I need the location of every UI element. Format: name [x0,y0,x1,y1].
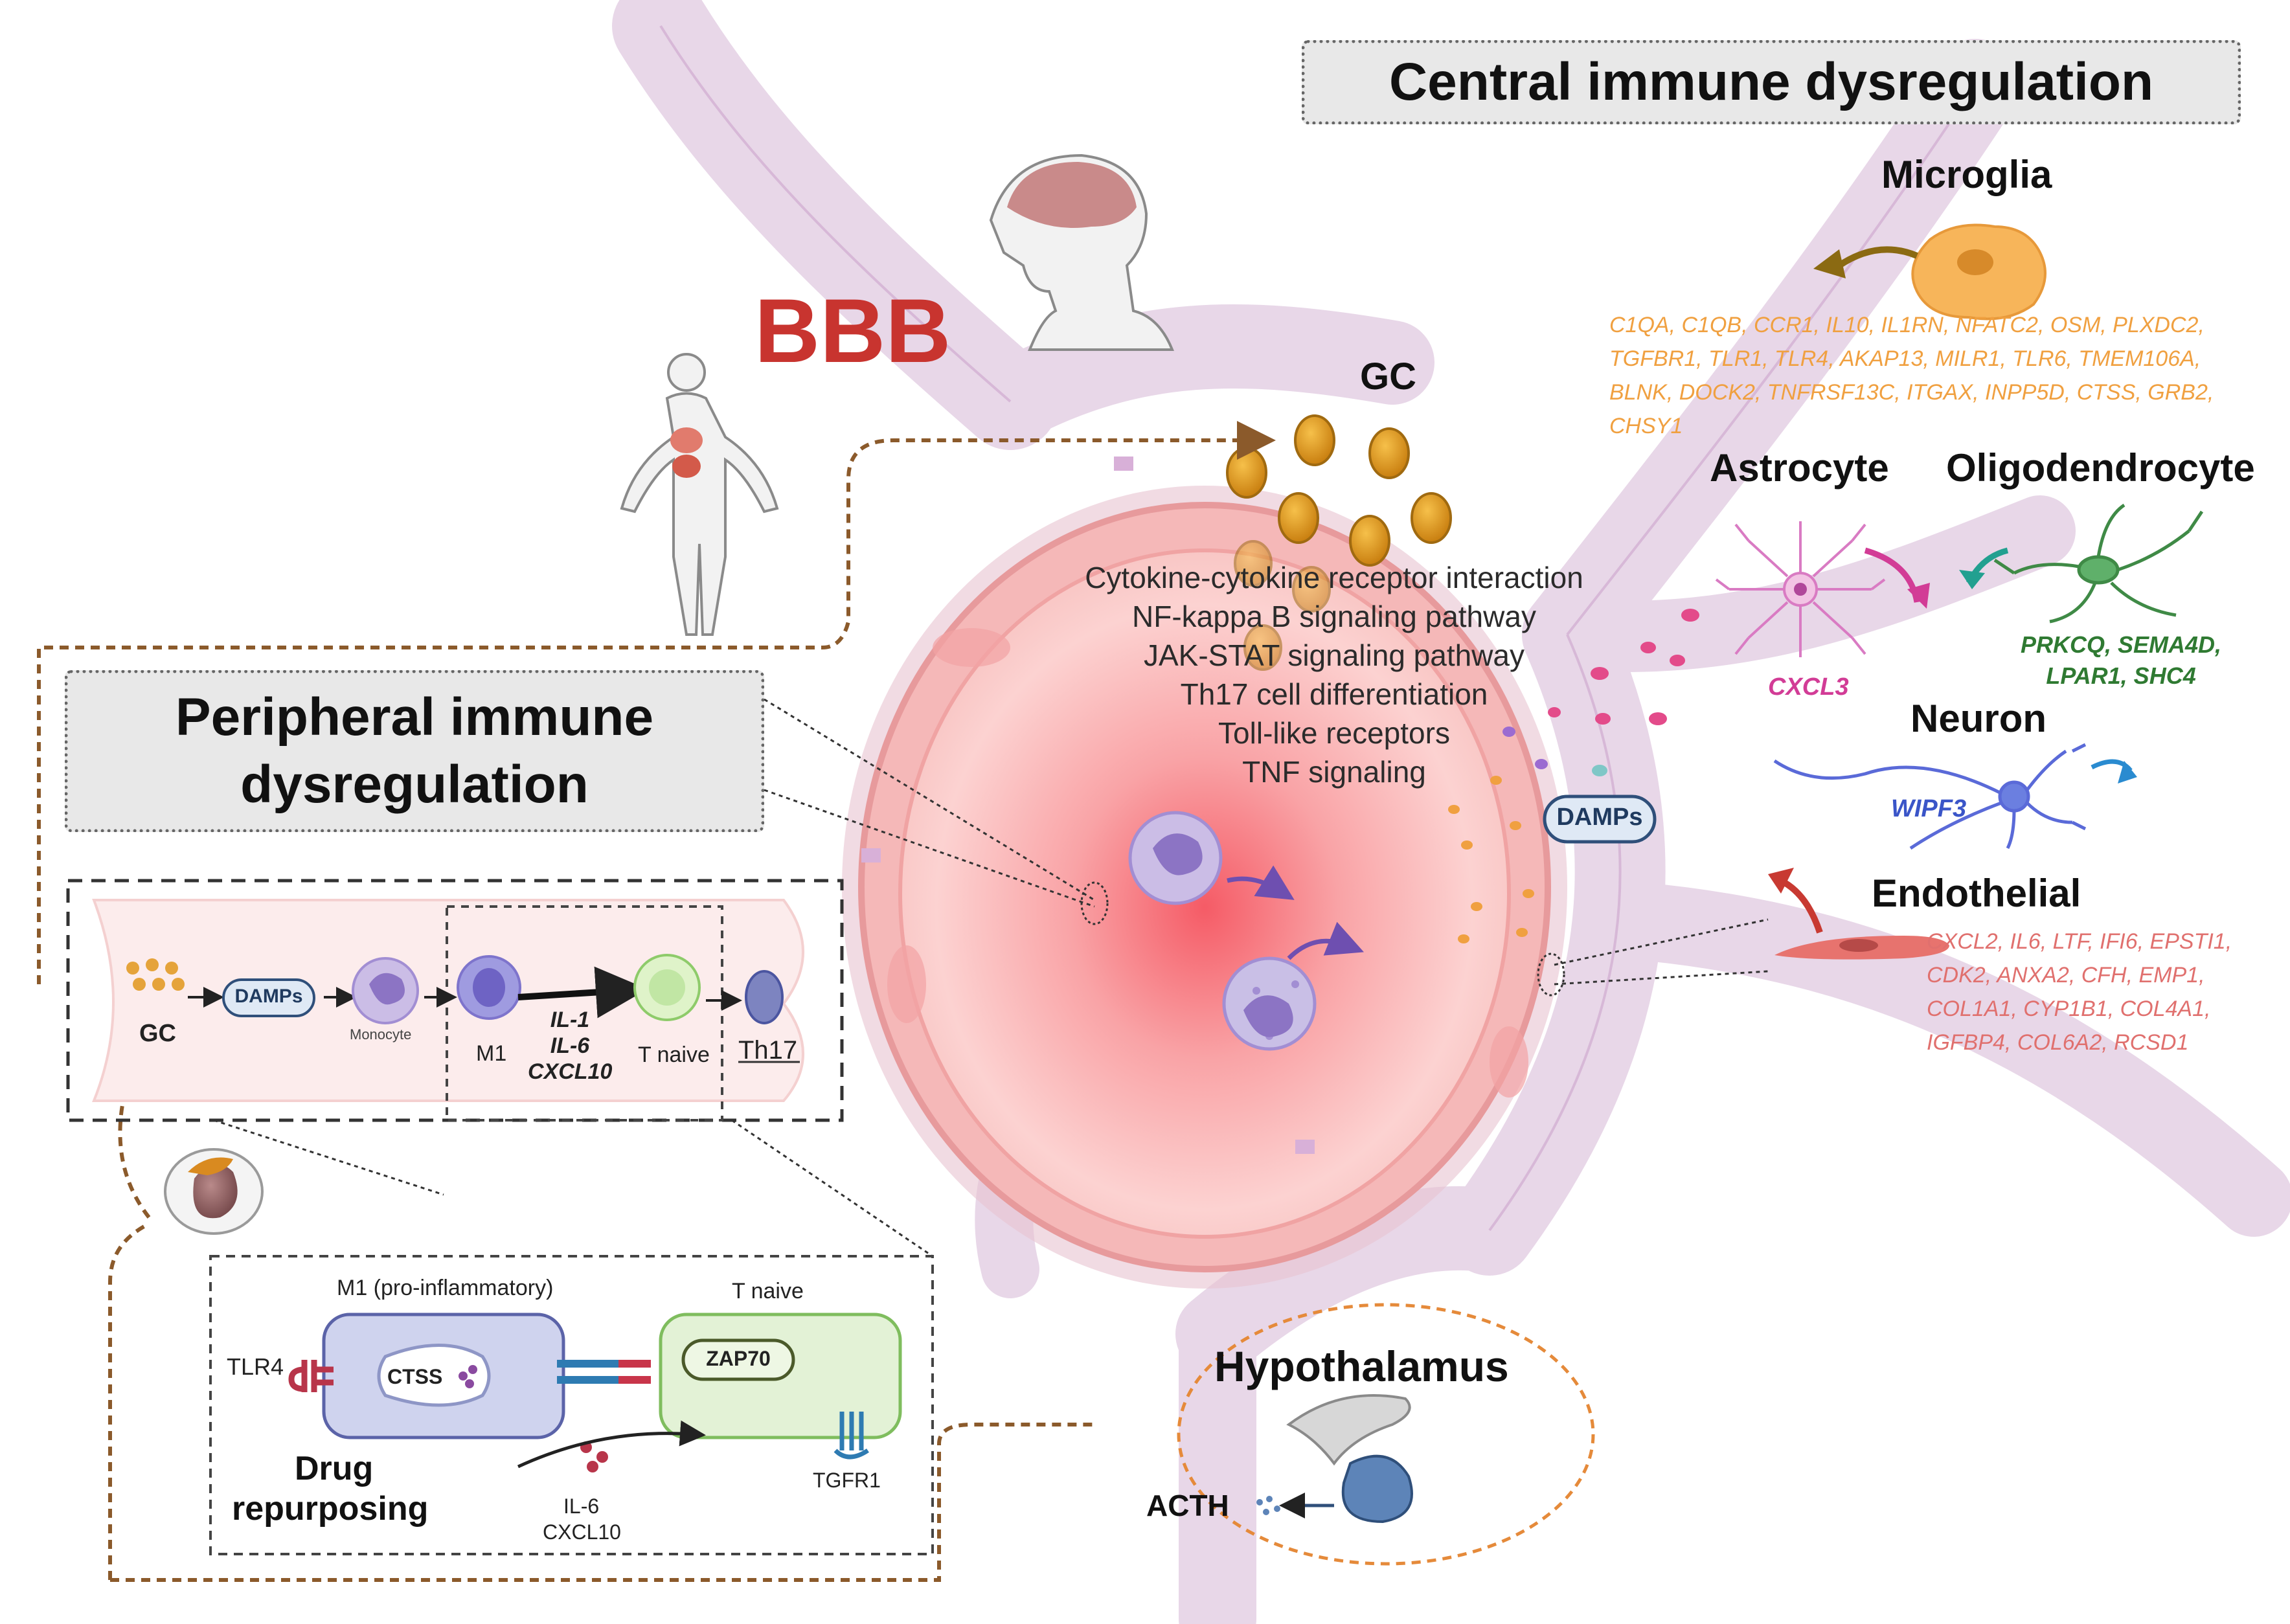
drug-tlr4-label: TLR4 [227,1353,284,1380]
damps-label-central: DAMPs [1556,804,1643,831]
central-title-text: Central immune dysregulation [1389,52,2154,111]
endothelial-genes: CXCL2, IL6, LTF, IFI6, EPSTI1, CDK2, ANX… [1927,925,2232,1059]
endothelial-gene-line: COL1A1, CYP1B1, COL4A1, [1927,997,2211,1021]
peripheral-immune-title: Peripheral immune dysregulation [65,670,764,832]
drug-tgfr1-label: TGFR1 [813,1469,881,1492]
flow-cytokine: IL-1 [550,1008,590,1032]
drug-m1-title: M1 (pro-inflammatory) [337,1276,554,1300]
gc-label-central: GC [1360,355,1416,398]
flow-cytokines: IL-1 IL-6 CXCL10 [528,1007,612,1085]
astrocyte-cell [1715,521,1930,657]
flow-t-naive-label: T naive [638,1043,710,1067]
microglia-gene-line: TGFBR1, TLR1, TLR4, AKAP13, MILR1, TLR6,… [1609,346,2201,371]
oligodendrocyte-gene-line: LPAR1, SHC4 [2046,662,2196,689]
damps-badge-central [1543,795,1657,844]
microglia-cell [1813,223,2046,321]
flow-cytokine: IL-6 [550,1033,590,1058]
hypothalamus-title: Hypothalamus [1214,1342,1509,1390]
flow-monocyte-label: Monocyte [350,1026,412,1043]
vessel-outline [659,25,1977,1232]
endothelial-gene-line: CDK2, ANXA2, CFH, EMP1, [1927,963,2205,987]
endothelial-gene-line: CXCL2, IL6, LTF, IFI6, EPSTI1, [1927,929,2232,954]
drug-t-naive-title: T naive [732,1279,804,1303]
oligodendrocyte-title: Oligodendrocyte [1946,446,2255,490]
flow-gc-label: GC [139,1020,176,1047]
flow-m1-label: M1 [476,1041,507,1066]
endothelial-title: Endothelial [1872,872,2081,915]
pathway-item: NF-kappa B signaling pathway [1132,600,1536,633]
acth-label: ACTH [1146,1489,1229,1522]
pathway-list: Cytokine-cytokine receptor interaction N… [1010,558,1658,791]
endothelial-cell [1768,868,1949,960]
oligodendrocyte-gene-line: PRKCQ, SEMA4D, [2021,631,2222,658]
peripheral-vessel-panel [66,879,844,1122]
oligodendrocyte-genes: PRKCQ, SEMA4D, LPAR1, SHC4 [2021,629,2221,692]
bbb-label: BBB [754,280,951,381]
central-immune-title: Central immune dysregulation [1302,40,2241,124]
drug-text: Drug [295,1450,374,1487]
human-body-icon [620,353,779,636]
neuron-genes: WIPF3 [1891,795,1967,822]
hypothalamus-region [1177,1303,1595,1566]
microglia-gene-line: BLNK, DOCK2, TNFRSF13C, ITGAX, INPP5D, C… [1609,380,2214,405]
microglia-genes: C1QA, C1QB, CCR1, IL10, IL1RN, NFATC2, O… [1609,308,2214,443]
oligodendrocyte-cell [1959,503,2204,624]
macrophage-cell-central [1222,921,1365,1051]
repurposing-text: repurposing [232,1490,429,1528]
drug-repurposing-panel [209,1255,934,1555]
microglia-gene-line: CHSY1 [1609,414,1683,438]
drug-cxcl10-label: CXCL10 [543,1520,621,1544]
connector-lines [213,698,1769,1257]
pathway-item: JAK-STAT signaling pathway [1143,638,1525,672]
microglia-title: Microglia [1881,153,2052,196]
flow-th17-label: Th17 [738,1036,798,1065]
pathway-item: Toll-like receptors [1218,716,1450,750]
neuron-cell [1773,743,2137,850]
cytokine-particles [1448,609,1699,943]
pathway-item: Cytokine-cytokine receptor interaction [1085,561,1583,594]
pathway-item: Th17 cell differentiation [1180,677,1488,711]
flow-cytokine: CXCL10 [528,1059,613,1084]
drug-il6-label: IL-6 [563,1494,600,1518]
flow-damps-label: DAMPs [234,986,303,1007]
neuron-title: Neuron [1910,697,2046,740]
human-head-brain-icon [989,153,1174,351]
microglia-gene-line: C1QA, C1QB, CCR1, IL10, IL1RN, NFATC2, O… [1609,313,2205,337]
drug-ctss-label: CTSS [387,1365,443,1388]
astrocyte-genes: CXCL3 [1768,673,1849,701]
peripheral-title-text: Peripheral immune dysregulation [175,688,654,814]
monocyte-cell-central [1128,811,1295,905]
kidney-adrenal-icon [164,1148,264,1235]
astrocyte-title: Astrocyte [1710,446,1889,490]
gc-particles [1226,414,1452,671]
endothelial-gene-line: IGFBP4, COL6A2, RCSD1 [1927,1030,2189,1055]
pathway-item: TNF signaling [1242,755,1426,789]
drug-zap70-label: ZAP70 [706,1347,771,1370]
